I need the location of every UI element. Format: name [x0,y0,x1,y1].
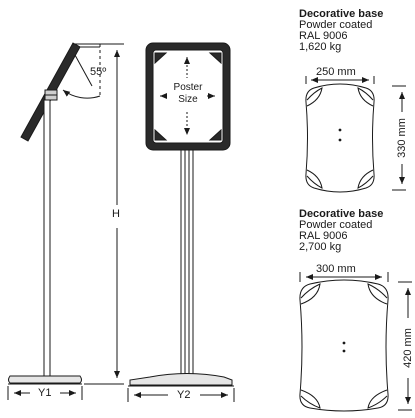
base-2-depth-label: 420 mm [402,328,414,368]
y1-label: Y1 [38,387,52,399]
base-1-title: Decorative base [299,8,384,20]
base-1-width-label: 250 mm [316,66,356,78]
base-2-outline [299,279,389,412]
base-1-drawing [305,76,406,193]
angle-label: 55º [90,66,107,78]
base-2-width-label: 300 mm [316,263,356,275]
height-label: H [112,208,120,220]
front-view-pole [180,149,194,377]
base-1-finish: Powder coated [299,19,373,31]
base-1-depth-label: 330 mm [396,118,408,158]
base-1-outline [305,83,375,193]
base-1-specs: Decorative base Powder coated RAL 9006 1… [299,9,383,53]
front-view-stand [127,42,235,402]
base-1-color: RAL 9006 [299,30,348,42]
front-view-base [129,373,233,386]
base-2-drawing [299,272,412,412]
base-1-weight: 1,620 kg [299,41,342,53]
base-2-title: Decorative base [299,208,384,220]
base-2-specs: Decorative base Powder coated RAL 9006 2… [299,209,383,253]
side-view-base [8,375,82,384]
poster-size-label-line1: Poster [173,82,203,93]
side-view-stand [7,42,124,400]
base-2-color: RAL 9006 [299,230,348,242]
base-2-finish: Powder coated [299,219,373,231]
front-view-poster-area [152,49,224,144]
side-view-pole [43,99,51,377]
poster-size-label-line2: Size [178,94,198,105]
base-2-weight: 2,700 kg [299,241,342,253]
y2-label: Y2 [177,389,191,401]
